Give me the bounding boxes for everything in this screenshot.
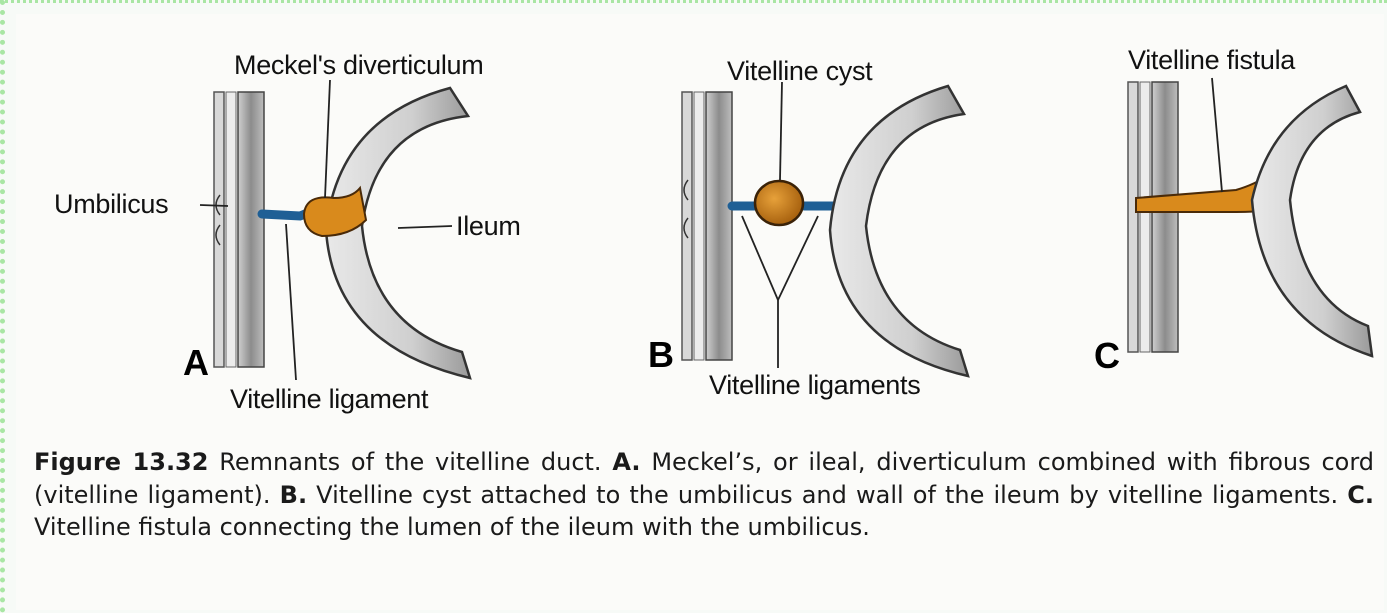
panel-letter-a: A bbox=[183, 342, 209, 384]
abdominal-wall-b bbox=[682, 92, 732, 360]
leader-vitelline-cyst bbox=[780, 82, 782, 180]
ileum-loop-a bbox=[326, 88, 470, 378]
caption-figure-number: Figure 13.32 bbox=[34, 448, 208, 476]
leader-ileum bbox=[398, 226, 452, 228]
label-vitelline-cyst: Vitelline cyst bbox=[727, 56, 872, 87]
ileum-loop-b bbox=[830, 86, 968, 376]
label-vitelline-fistula: Vitelline fistula bbox=[1128, 45, 1295, 76]
panel-letter-c: C bbox=[1094, 335, 1120, 377]
label-vitelline-ligament: Vitelline ligament bbox=[230, 384, 428, 415]
caption-c-text: Vitelline fistula connecting the lumen o… bbox=[34, 513, 870, 541]
leader-meckels bbox=[325, 80, 330, 198]
leader-vitelline-fistula bbox=[1212, 78, 1222, 192]
panel-letter-b: B bbox=[648, 334, 674, 376]
abdominal-wall-c bbox=[1128, 82, 1178, 352]
caption-b-text: Vitelline cyst attached to the umbilicus… bbox=[307, 481, 1347, 509]
vitelline-cyst bbox=[755, 181, 803, 225]
caption-b-marker: B. bbox=[280, 481, 307, 509]
leader-vitelline-ligaments-left bbox=[742, 216, 778, 300]
panel-c-illustration bbox=[1128, 78, 1372, 356]
leader-umbilicus bbox=[200, 205, 228, 206]
label-ileum: Ileum bbox=[456, 211, 521, 242]
caption-a-marker: A. bbox=[612, 448, 640, 476]
panel-a-illustration bbox=[200, 80, 470, 380]
abdominal-wall-a bbox=[214, 92, 264, 367]
caption-intro: Remnants of the vitelline duct. bbox=[208, 448, 612, 476]
figure-caption: Figure 13.32 Remnants of the vitelline d… bbox=[34, 446, 1374, 544]
label-umbilicus: Umbilicus bbox=[54, 189, 168, 220]
panel-b-illustration bbox=[682, 82, 968, 376]
caption-c-marker: C. bbox=[1347, 481, 1374, 509]
ileum-loop-c bbox=[1252, 86, 1372, 356]
label-vitelline-ligaments: Vitelline ligaments bbox=[709, 370, 920, 401]
leader-vitelline-ligaments-right bbox=[778, 216, 818, 300]
label-meckels-diverticulum: Meckel's diverticulum bbox=[234, 50, 483, 81]
leader-vitelline-ligament bbox=[286, 224, 296, 380]
